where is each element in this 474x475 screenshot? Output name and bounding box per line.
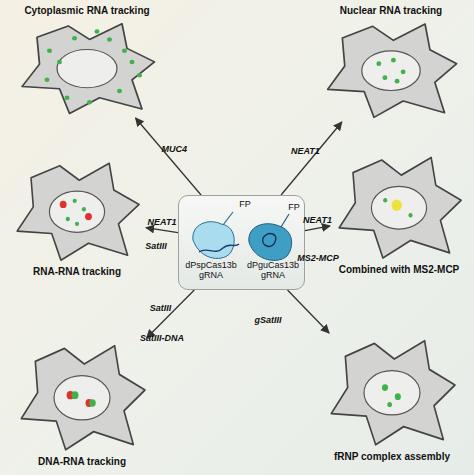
title-area: DNA-RNA tracking [12, 455, 152, 468]
cell-membrane [328, 24, 457, 117]
arrow-connector [147, 290, 195, 338]
probe-target-label: SatIII-DNA [140, 333, 184, 343]
target-rna-label: NEAT1 [148, 217, 177, 227]
arrow-connector [136, 118, 202, 195]
rna-spot [376, 61, 381, 66]
title-area: fRNP complex assembly [322, 450, 462, 463]
rna-spot [95, 29, 100, 33]
rna-spot [395, 79, 400, 84]
cell-illustration [12, 338, 152, 455]
rna-spot [65, 96, 70, 100]
panel-title: RNA-RNA tracking [8, 265, 146, 278]
cell-panel: RNA-RNA tracking [8, 156, 146, 278]
rna-spot [382, 384, 388, 391]
rna-spot [45, 78, 50, 82]
cell-membrane [331, 341, 455, 445]
rna-spot [87, 100, 92, 104]
target-rna-label: SatIII [150, 303, 172, 313]
rna-spot [392, 200, 402, 211]
rna-spot [122, 48, 127, 52]
cell-panel: Combined with MS2-MCP [330, 150, 468, 276]
cell-illustration [12, 17, 162, 118]
probe-name: dPguCas13b gRNA [241, 260, 305, 280]
dpgucas13b-protein [249, 224, 292, 261]
rna-spot [75, 222, 79, 226]
cell-panel: DNA-RNA tracking [12, 338, 152, 468]
title-area: Nuclear RNA tracking [318, 4, 464, 17]
cell-panel: Cytoplasmic RNA tracking [12, 4, 162, 118]
panel-title: Combined with MS2-MCP [330, 263, 468, 276]
cell-panel: Nuclear RNA tracking [318, 4, 464, 122]
nucleus [362, 51, 420, 91]
nucleus [54, 376, 110, 420]
probe-target-label: MS2-MCP [297, 253, 339, 263]
nucleus [49, 191, 104, 232]
probe-name: dPspCas13b gRNA [179, 260, 243, 280]
cell-membrane [339, 158, 461, 258]
title-area: Cytoplasmic RNA tracking [12, 4, 162, 17]
fp-label: FP [283, 202, 305, 212]
probe-box: FP dPspCas13b gRNA FP dPguCas13b gRNA [178, 195, 305, 290]
rna-spot [82, 207, 86, 211]
nucleus [364, 371, 420, 415]
nucleus [371, 186, 426, 229]
probe-target-label: gSatIII [254, 315, 281, 325]
fp-linker [281, 214, 289, 227]
cell-membrane [17, 163, 139, 260]
cell-illustration [330, 150, 468, 263]
rna-spot [382, 75, 387, 80]
cell-panel: fRNP complex assembly [322, 333, 462, 463]
rna-spot [72, 391, 79, 399]
title-area: Combined with MS2-MCP [330, 263, 468, 276]
rna-spot [60, 201, 67, 208]
target-rna-label: MUC4 [162, 144, 188, 154]
rna-spot [395, 393, 401, 400]
panel-title: Nuclear RNA tracking [318, 4, 464, 17]
cell-illustration [322, 333, 462, 450]
guide-rna [263, 234, 276, 247]
rna-spot [66, 217, 70, 221]
protein-illustration [179, 196, 304, 289]
rna-spot [107, 37, 112, 41]
nucleus [57, 50, 117, 88]
rna-spot [89, 399, 96, 406]
panel-title: fRNP complex assembly [322, 450, 462, 463]
rna-spot [387, 402, 392, 407]
rna-spot [72, 36, 77, 40]
target-rna-label: NEAT1 [291, 146, 320, 156]
rna-spot [73, 199, 77, 203]
arrow-connector [146, 228, 178, 233]
rna-spot [85, 213, 92, 220]
rna-spot [117, 89, 122, 93]
arrow-connector [305, 226, 330, 231]
rna-spot [391, 58, 396, 63]
rna-spot [383, 198, 387, 203]
cell-membrane [21, 346, 145, 450]
panel-title: DNA-RNA tracking [12, 455, 152, 468]
cell-illustration [318, 17, 464, 122]
fp-linker [223, 212, 233, 225]
rna-spot [47, 48, 52, 52]
fp-label: FP [235, 199, 255, 209]
target-rna-label: NEAT1 [303, 215, 332, 225]
cell-membrane [22, 24, 155, 114]
guide-rna [199, 244, 239, 252]
title-area: RNA-RNA tracking [8, 265, 146, 278]
rna-spot [408, 213, 412, 218]
rna-spot [401, 70, 406, 75]
arrow-connector [281, 122, 342, 195]
dpspcas13b-protein [193, 222, 234, 259]
probe-target-label: SatIII [145, 241, 167, 251]
arrow-connector [287, 290, 329, 333]
rna-spot [137, 73, 142, 77]
rna-spot [57, 60, 62, 64]
cell-illustration [8, 156, 146, 265]
rna-spot [130, 60, 135, 64]
panel-title: Cytoplasmic RNA tracking [12, 4, 162, 17]
